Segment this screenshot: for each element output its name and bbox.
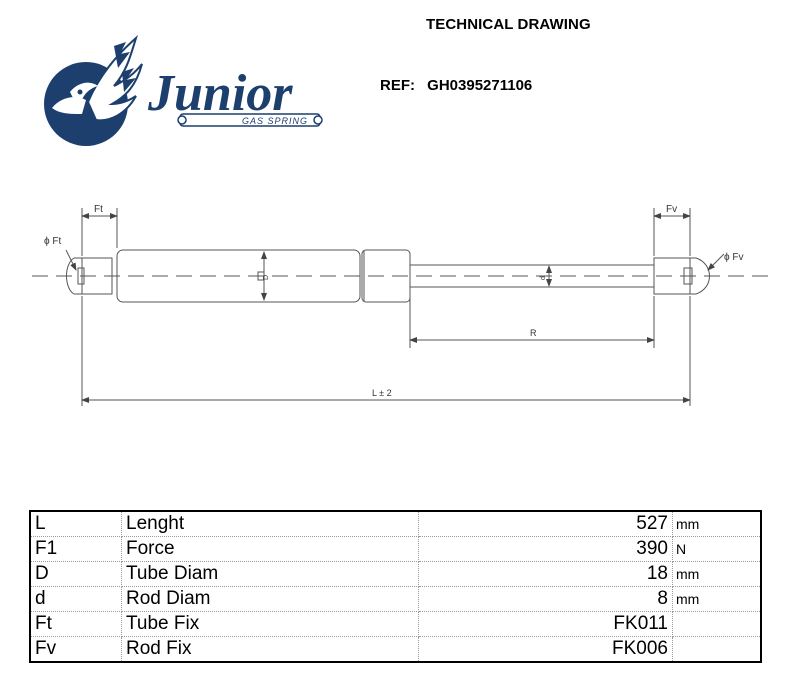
spec-value: 390 xyxy=(418,536,673,562)
label-dia-ft: ϕ Ft xyxy=(44,236,61,247)
spec-value: 527 xyxy=(418,511,673,537)
label-l: L ± 2 xyxy=(372,388,392,398)
specification-table: L Lenght 527 mm F1 Force 390 N D Tube Di… xyxy=(29,510,762,663)
table-row: L Lenght 527 mm xyxy=(30,511,761,537)
label-r: R xyxy=(530,328,537,338)
spec-name: Lenght xyxy=(121,511,419,537)
spec-symbol: Fv xyxy=(30,636,122,662)
spec-symbol: F1 xyxy=(30,536,122,562)
table-row: F1 Force 390 N xyxy=(30,536,761,562)
spec-unit xyxy=(673,637,762,663)
table-row: d Rod Diam 8 mm xyxy=(30,586,761,612)
spec-name: Force xyxy=(121,536,419,562)
logo-tagline-bar: GAS SPRING xyxy=(177,113,323,127)
spec-value: 18 xyxy=(418,561,673,587)
tube-end-fitting xyxy=(66,257,113,295)
table-row: D Tube Diam 18 mm xyxy=(30,561,761,587)
label-d-big: D xyxy=(263,275,270,280)
spec-value: FK006 xyxy=(418,636,673,662)
spec-unit: mm xyxy=(672,511,761,537)
spec-symbol: Ft xyxy=(30,611,122,637)
tube-fitting-hole xyxy=(77,267,85,285)
spec-unit: mm xyxy=(672,561,761,587)
reference-line: REF: GH0395271106 xyxy=(380,77,532,94)
spec-value: 8 xyxy=(418,586,673,612)
spec-name: Tube Diam xyxy=(121,561,419,587)
reference-label: REF: xyxy=(380,77,415,94)
spec-name: Rod Fix xyxy=(121,636,419,662)
gas-spring-drawing: Ft Fv ϕ Ft ϕ Fv R L ± 2 D d xyxy=(32,204,772,406)
table-row: Ft Tube Fix FK011 xyxy=(30,611,761,637)
spec-name: Tube Fix xyxy=(121,611,419,637)
logo-tagline-text: GAS SPRING xyxy=(242,116,308,126)
spec-value: FK011 xyxy=(418,611,673,637)
reference-value: GH0395271106 xyxy=(427,77,533,94)
tube-body xyxy=(116,249,361,303)
eagle-emblem-icon xyxy=(44,34,143,146)
label-ft: Ft xyxy=(94,204,103,215)
label-fv: Fv xyxy=(666,204,677,215)
rod-end-fitting xyxy=(653,257,710,295)
label-d-small: d xyxy=(540,276,547,280)
spec-unit: mm xyxy=(672,586,761,612)
spec-name: Rod Diam xyxy=(121,586,419,612)
spec-symbol: L xyxy=(30,511,122,537)
document-title: TECHNICAL DRAWING xyxy=(426,16,591,33)
spec-unit xyxy=(672,611,761,637)
logo-brand-text: Junior xyxy=(147,65,293,122)
spec-unit: N xyxy=(672,536,761,562)
junior-logo: Junior GAS SPRING xyxy=(44,34,323,146)
table-row: Fv Rod Fix FK006 xyxy=(30,636,762,663)
spec-symbol: D xyxy=(30,561,122,587)
spec-symbol: d xyxy=(30,586,122,612)
label-dia-fv: ϕ Fv xyxy=(724,252,744,263)
